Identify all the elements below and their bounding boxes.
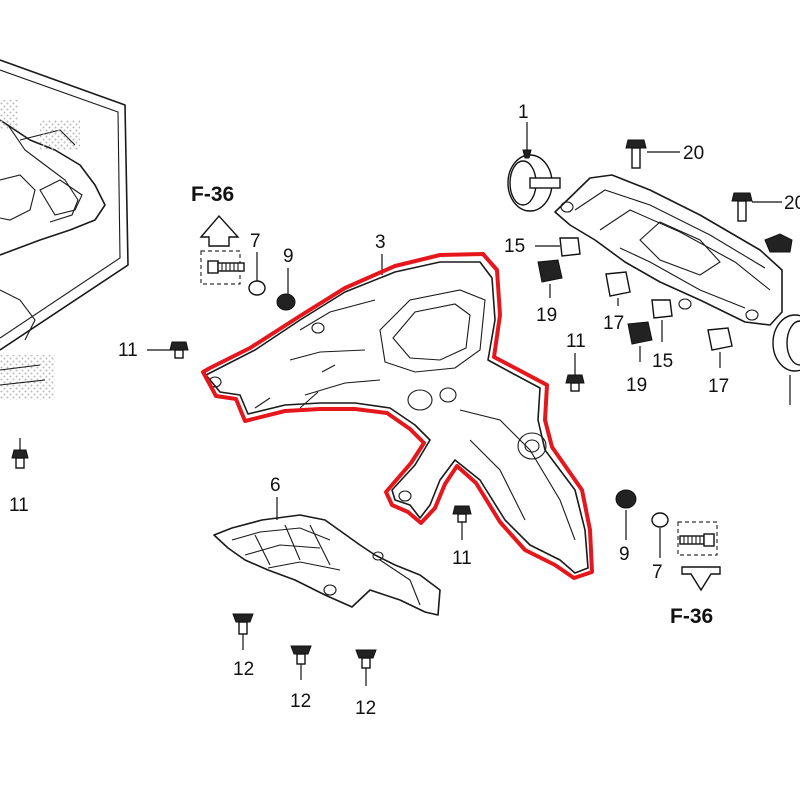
label-17-b: 17 [708,376,729,397]
bolt-11-left [169,341,189,359]
grommet-right [772,314,800,372]
nut-15-a [559,237,581,257]
label-11-right: 11 [566,331,586,352]
bolt-11-center [452,505,472,523]
label-12-a: 12 [233,659,254,680]
nut-17-a [605,271,631,297]
bolt-20-a [625,139,647,169]
label-6: 6 [270,475,281,496]
grommet-left [507,154,561,212]
label-20-a: 20 [683,143,704,164]
dashed-box-left [200,250,241,285]
arrow-up-icon [199,214,240,247]
bolt-12-b [290,645,312,665]
label-19-b: 19 [626,375,647,396]
label-12-c: 12 [355,698,376,719]
label-12-b: 12 [290,691,311,712]
nut-19-a [537,259,563,283]
washer-7-bottom [651,512,669,528]
arrow-down-icon [681,566,721,592]
undertray-part-6 [213,514,441,616]
label-11-left: 11 [118,340,138,361]
label-11-far-left: 11 [9,495,29,516]
washer-7-top [248,280,266,296]
bolt-right-7 [679,533,715,547]
label-7-top: 7 [250,231,261,252]
frame-assembly-partial [0,59,129,400]
label-15-a: 15 [504,236,525,257]
bolt-11-right [565,374,585,392]
rear-fender-part-3 [205,261,589,574]
label-19-a: 19 [536,305,557,326]
label-17-a: 17 [603,313,624,334]
bolt-12-a [232,613,254,635]
label-partial-top: 1 [518,102,529,123]
nut-17-b [707,327,733,351]
label-7-bottom: 7 [652,562,663,583]
dashed-box-right [677,521,718,556]
nut-9-bottom [615,489,637,509]
label-3: 3 [375,232,386,253]
nut-19-b [627,321,653,345]
ref-f36-bottom: F-36 [670,605,713,628]
highlight-outline [201,252,594,580]
nut-15-b [651,299,673,319]
bolt-20-b [731,192,753,222]
label-15-b: 15 [652,351,673,372]
label-9-top: 9 [283,246,294,267]
bolt-12-c [355,649,377,669]
ref-f36-top: F-36 [191,183,234,206]
bolt-11-far-left [11,438,29,469]
rubber-cap [764,233,793,253]
bolt-left-7 [207,260,245,274]
label-20-b: 20 [784,193,800,214]
nut-9-top [276,293,296,311]
rear-bracket-assembly [554,174,783,326]
label-11-center: 11 [452,548,472,569]
label-9-bottom: 9 [619,544,630,565]
